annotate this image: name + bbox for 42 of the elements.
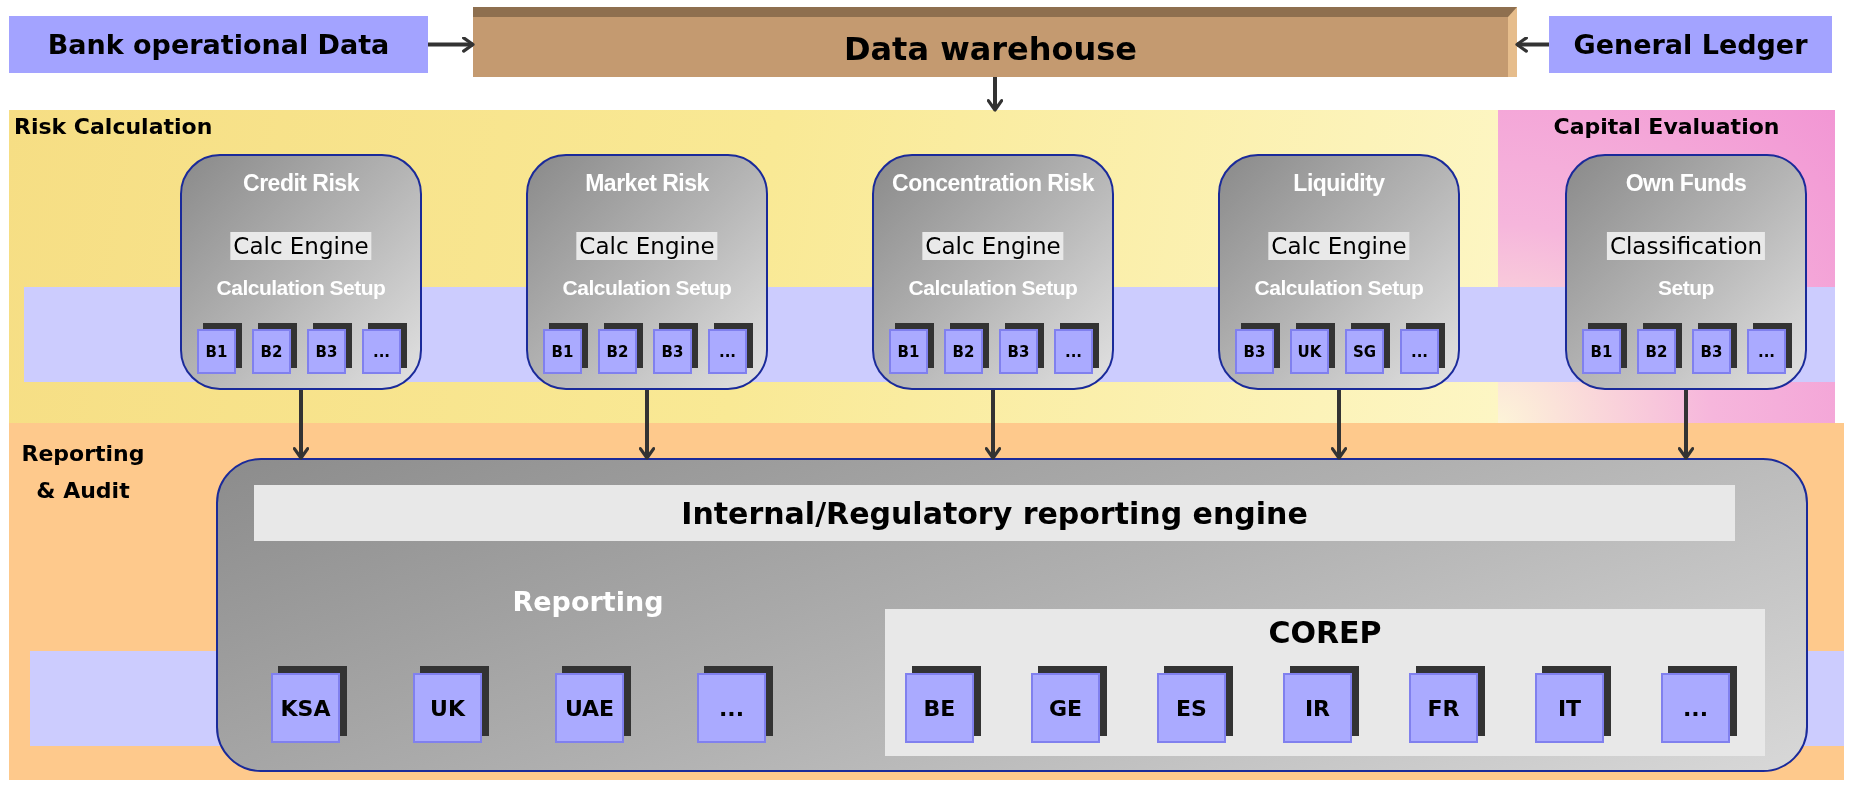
- engine-label: Calc Engine: [922, 232, 1064, 260]
- engine-label: Calc Engine: [576, 232, 718, 260]
- source-box: General Ledger: [1549, 16, 1832, 73]
- reporting-engine-card: [216, 458, 1808, 772]
- engine-title: Credit Risk: [242, 170, 361, 197]
- engine-card: [872, 154, 1114, 390]
- engine-label: Calc Engine: [230, 232, 372, 260]
- section-title: Risk Calculation: [14, 113, 213, 141]
- engine-title: Internal/Regulatory reporting engine: [254, 485, 1735, 541]
- section-title: Reporting & Audit: [20, 440, 146, 506]
- engine-title: Own Funds: [1624, 170, 1748, 197]
- engine-card: [1218, 154, 1460, 390]
- setup-label: Calculation Setup: [215, 276, 387, 300]
- section-band: [9, 110, 1498, 423]
- arrow: [984, 390, 1002, 460]
- engine-title: Liquidity: [1292, 170, 1386, 197]
- engine-card: [526, 154, 768, 390]
- engine-title: Market Risk: [584, 170, 710, 197]
- group-panel: [885, 609, 1765, 756]
- arrow: [1330, 390, 1348, 460]
- section-band: [1498, 110, 1835, 423]
- engine-title: Concentration Risk: [891, 170, 1096, 197]
- engine-card: [180, 154, 422, 390]
- section-band: [9, 423, 1844, 780]
- group-title: COREP: [1267, 615, 1383, 650]
- arrow: [428, 36, 475, 53]
- source-box: Bank operational Data: [9, 16, 428, 73]
- setup-label: Calculation Setup: [561, 276, 733, 300]
- warehouse-bar: Data warehouse: [473, 7, 1517, 77]
- group-title: Reporting: [511, 586, 665, 617]
- arrow: [292, 390, 310, 460]
- arrow: [1677, 390, 1695, 460]
- arrow: [986, 77, 1004, 112]
- engine-card: [1565, 154, 1807, 390]
- arrow: [1515, 36, 1549, 53]
- setup-label: Calculation Setup: [1253, 276, 1425, 300]
- engine-label: Calc Engine: [1268, 232, 1410, 260]
- section-title: Capital Evaluation: [1552, 113, 1781, 141]
- setup-label: Setup: [1657, 276, 1715, 300]
- engine-label: Classification: [1606, 232, 1766, 260]
- setup-label: Calculation Setup: [907, 276, 1079, 300]
- arrow: [638, 390, 656, 460]
